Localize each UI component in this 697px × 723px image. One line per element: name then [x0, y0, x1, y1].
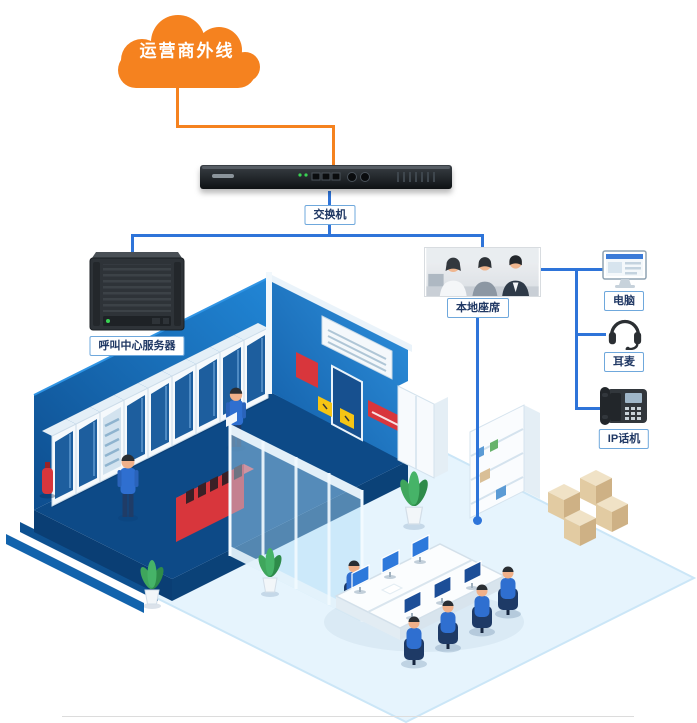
agents-label: 本地座席 [447, 298, 509, 318]
pc-icon [602, 250, 648, 290]
connector-device-trunk [575, 268, 578, 410]
agents-photo [424, 247, 541, 297]
pc-label: 电脑 [604, 291, 644, 311]
network-switch-device [200, 162, 452, 192]
connector-cloud-to-switch [332, 125, 335, 165]
connector-switch-bus [328, 223, 331, 237]
cloud-label: 运营商外线 [139, 41, 235, 61]
red-banner [368, 400, 404, 434]
carrier-cloud-node: 运营商外线 [106, 10, 268, 94]
headset-icon [606, 312, 644, 352]
connector-agents-to-office [476, 316, 479, 519]
connector-cloud-across [176, 125, 335, 128]
server-label: 呼叫中心服务器 [89, 336, 185, 356]
power-distribution-cabinet [176, 464, 254, 542]
call-center-server-device [88, 250, 186, 334]
switch-label: 交换机 [304, 205, 356, 225]
warning-signs [318, 396, 354, 429]
ip-phone-label: IP话机 [598, 429, 650, 449]
connector-bus-horizontal [131, 234, 484, 237]
office-drop-point [473, 516, 482, 525]
connector-bus-to-server [131, 236, 134, 252]
ip-phone-icon [598, 384, 650, 428]
wall-extinguisher-box [296, 352, 318, 388]
cloud-icon [118, 15, 260, 88]
technician-tablet [226, 412, 237, 427]
connector-agents-to-pc [541, 268, 604, 271]
connector-trunk-to-headset [575, 333, 606, 336]
connector-bus-to-agents [481, 236, 484, 249]
fire-extinguisher [39, 462, 56, 499]
ups-cabinet [397, 379, 448, 479]
bottom-divider [62, 716, 634, 717]
connector-trunk-to-phone [575, 407, 604, 410]
air-conditioner [321, 315, 393, 380]
connector-cloud-down [176, 88, 179, 128]
shelf-unit [469, 404, 540, 519]
headset-label: 耳麦 [604, 352, 644, 372]
connector-switch-label [328, 191, 331, 206]
machine-room-right-wall [266, 272, 412, 464]
